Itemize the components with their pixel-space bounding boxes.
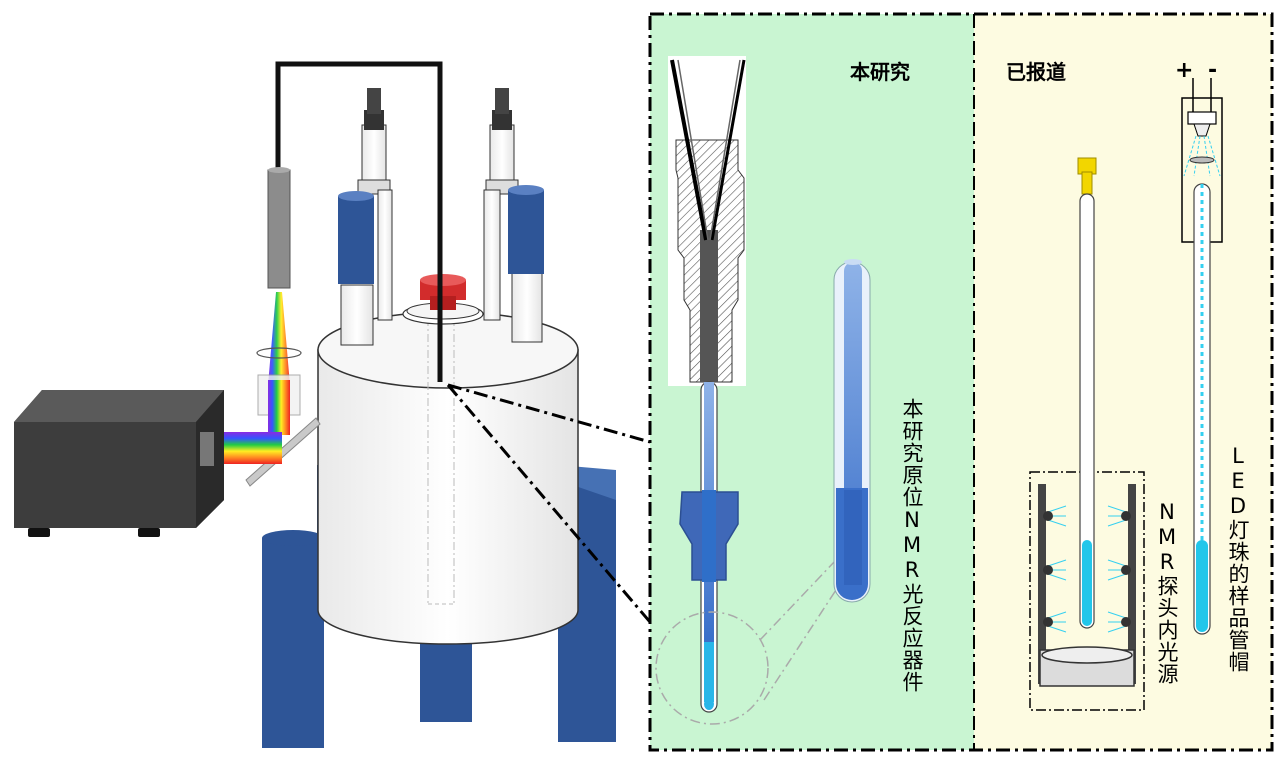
nmr-magnet-apparatus	[14, 61, 652, 748]
optical-fiber	[275, 61, 443, 382]
magnet-leg-left	[262, 538, 324, 748]
zoom-line-upper	[447, 383, 651, 444]
zoom-panel-frame	[648, 12, 1274, 752]
lens-ring	[256, 347, 302, 359]
zoom-line-lower	[446, 384, 652, 623]
magnet-body	[317, 349, 579, 645]
panel-this-study	[650, 14, 974, 750]
label-this-study-reactor: 本研究原位NMR光反应器件	[900, 398, 924, 693]
label-minus: -	[1208, 58, 1218, 83]
light-beam-vertical	[268, 292, 290, 385]
left-tower-blue-sleeve	[338, 196, 374, 284]
mirror	[245, 417, 321, 487]
label-plus: +	[1175, 58, 1194, 83]
zoom-circle	[655, 611, 769, 725]
right-tower-blue-sleeve	[508, 190, 544, 274]
label-reported: 已报道	[1006, 60, 1066, 84]
panel-reported	[974, 14, 1272, 750]
fiber-connector	[267, 169, 291, 289]
label-nmr-probe-light: NMR探头内光源	[1155, 500, 1179, 685]
label-this-study: 本研究	[850, 60, 910, 84]
label-led-cap: LED灯珠的样品管帽	[1226, 444, 1250, 673]
